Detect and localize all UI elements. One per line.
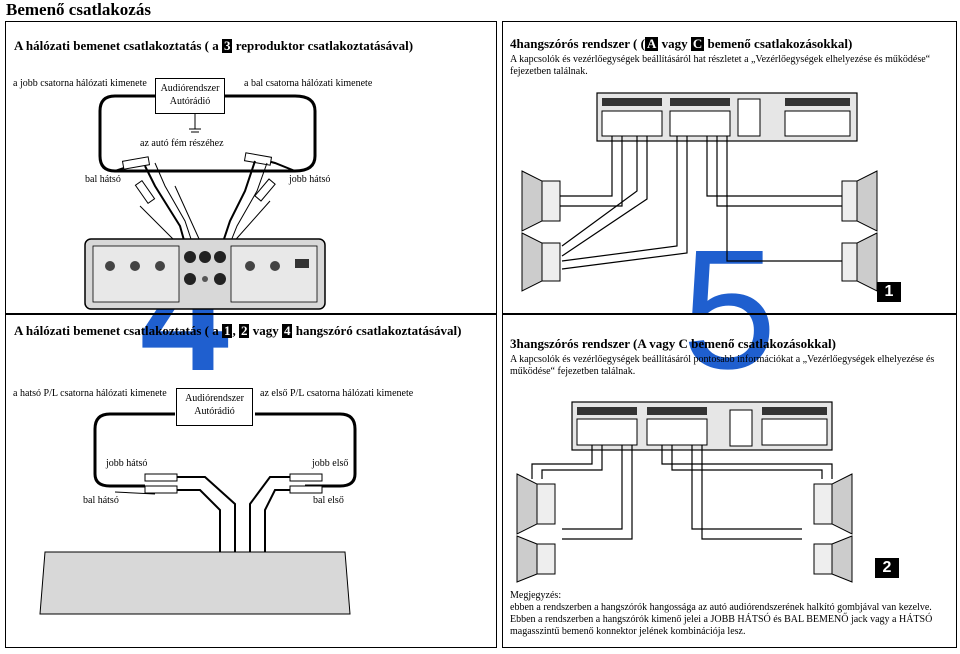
- corner-badge-1: 1: [877, 282, 901, 302]
- note-line-2: Ebben a rendszerben a hangszórók kimenő …: [510, 614, 933, 637]
- badge-4: 4: [281, 323, 293, 338]
- badge-3: 3: [221, 38, 233, 53]
- badge-2: 2: [238, 323, 250, 338]
- watermark-number-5: 5: [682, 215, 777, 405]
- label-rear-right-top: jobb hátsó: [289, 174, 331, 185]
- corner-badge-2: 2: [875, 558, 899, 578]
- note-title: Megjegyzés:: [510, 590, 562, 601]
- right-bottom-title: 3hangszórós rendszer (A vagy C bemenő cs…: [510, 336, 836, 351]
- right-top-diagram: [521, 92, 878, 292]
- left-top-title: A hálózati bemenet csatlakoztatás ( a 3 …: [14, 38, 414, 53]
- left-bottom-wiring: [39, 412, 357, 615]
- label-front-right-bottom: jobb első: [312, 458, 349, 469]
- left-top-panel: [5, 21, 497, 314]
- note-line-1: ebben a rendszerben a hangszórók hangoss…: [510, 602, 932, 613]
- right-top-panel: [502, 21, 957, 314]
- left-bottom-panel: [5, 314, 497, 648]
- right-bottom-diagram: [516, 401, 853, 583]
- right-top-title: 4hangszórós rendszer ( (A vagy C bemenő …: [510, 36, 853, 51]
- label-right-channel-out: a jobb csatorna hálózati kimenete: [13, 78, 147, 89]
- left-bottom-title: A hálózati bemenet csatlakoztatás ( a 1,…: [14, 323, 462, 338]
- label-ground: az autó fém részéhez: [140, 138, 224, 149]
- left-top-wiring: [84, 94, 326, 310]
- label-left-channel-out: a bal csatorna hálózati kimenete: [244, 78, 373, 89]
- label-front-left-bottom: bal első: [313, 495, 344, 506]
- right-top-description: A kapcsolók és vezérlőegységek beállítás…: [510, 54, 931, 77]
- label-rear-left-top: bal hátsó: [85, 174, 121, 185]
- badge-1: 1: [221, 323, 233, 338]
- right-bottom-description: A kapcsolók és vezérlőegységek beállítás…: [510, 354, 935, 377]
- badge-A: A: [644, 36, 659, 51]
- label-front-lr-out: az első P/L csatorna hálózati kimenete: [260, 388, 414, 399]
- label-rear-left-bottom: bal hátsó: [83, 495, 119, 506]
- label-rear-lr-out: a hatsó P/L csatorna hálózati kimenete: [13, 388, 167, 399]
- label-rear-right-bottom: jobb hátsó: [106, 458, 148, 469]
- page-title: Bemenő csatlakozás: [6, 0, 151, 19]
- right-bottom-panel: [502, 314, 957, 648]
- badge-C: C: [690, 36, 705, 51]
